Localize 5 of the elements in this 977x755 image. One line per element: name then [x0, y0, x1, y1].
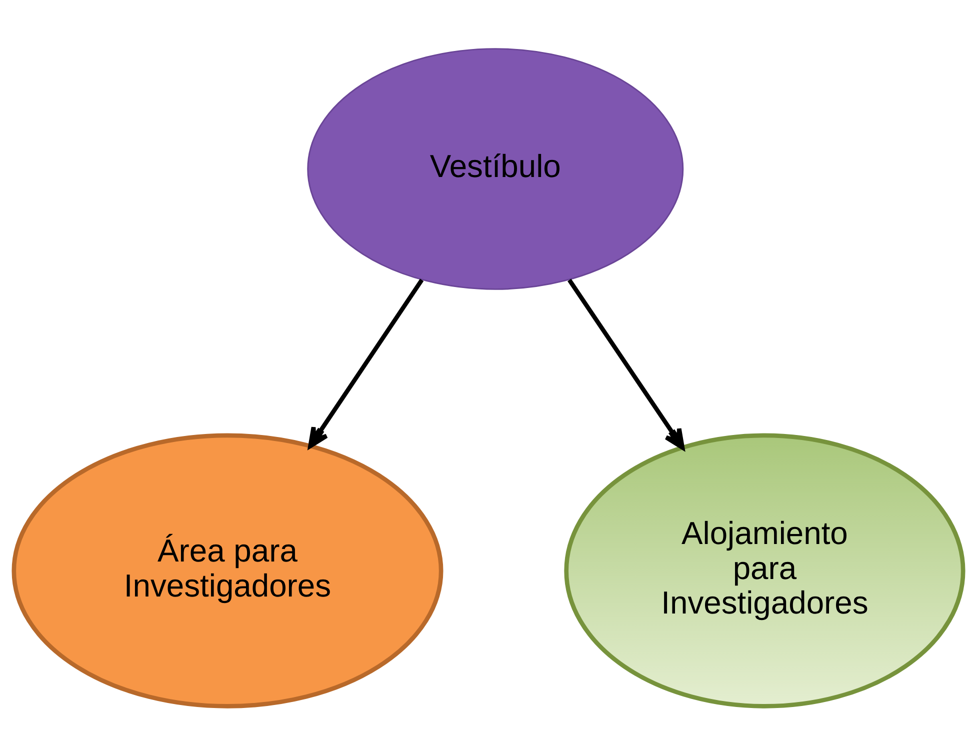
arrow: [568, 278, 685, 450]
node-ellipse: Área para Investigadores: [12, 433, 444, 708]
arrow: [308, 278, 424, 448]
node-ellipse: Vestíbulo: [307, 48, 684, 290]
node-ellipse: Alojamiento para Investigadores: [564, 433, 966, 708]
